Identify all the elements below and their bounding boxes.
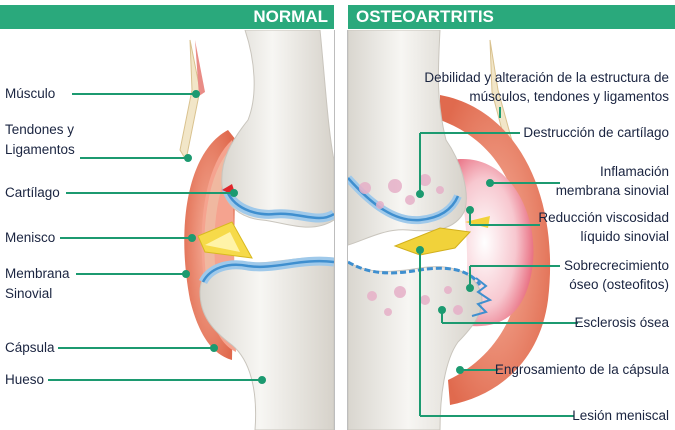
label-menisco: Menisco (5, 230, 55, 246)
label-sobrecrecimiento-line1: Sobrecrecimiento (564, 258, 669, 274)
label-tendones-line1: Tendones y (5, 122, 74, 138)
label-engrosamiento: Engrosamiento de la cápsula (495, 362, 669, 378)
normal-knee (180, 30, 334, 430)
label-membrana-line1: Membrana (5, 266, 70, 282)
label-inflamacion-line2: membrana sinovial (556, 183, 669, 199)
label-inflamacion-line1: Inflamación (600, 164, 669, 180)
label-lesion: Lesión meniscal (572, 408, 669, 424)
label-membrana-line2: Sinovial (5, 286, 52, 302)
label-esclerosis: Esclerosis ósea (574, 315, 669, 331)
label-destruccion: Destrucción de cartílago (523, 125, 669, 141)
label-cartilago: Cartílago (5, 185, 60, 201)
label-tendones-line2: Ligamentos (5, 142, 75, 158)
label-sobrecrecimiento-line2: óseo (osteofitos) (569, 277, 669, 293)
label-musculo: Músculo (5, 86, 55, 102)
label-debilidad-line1: Debilidad y alteración de la estructura … (424, 70, 669, 86)
label-debilidad-line2: músculos, tendones y ligamentos (469, 89, 669, 105)
label-reduccion-line1: Reducción viscosidad (538, 210, 669, 226)
label-capsula: Cápsula (5, 340, 55, 356)
panel-divider (334, 0, 348, 430)
label-hueso: Hueso (5, 372, 44, 388)
label-reduccion-line2: líquido sinovial (580, 229, 669, 245)
